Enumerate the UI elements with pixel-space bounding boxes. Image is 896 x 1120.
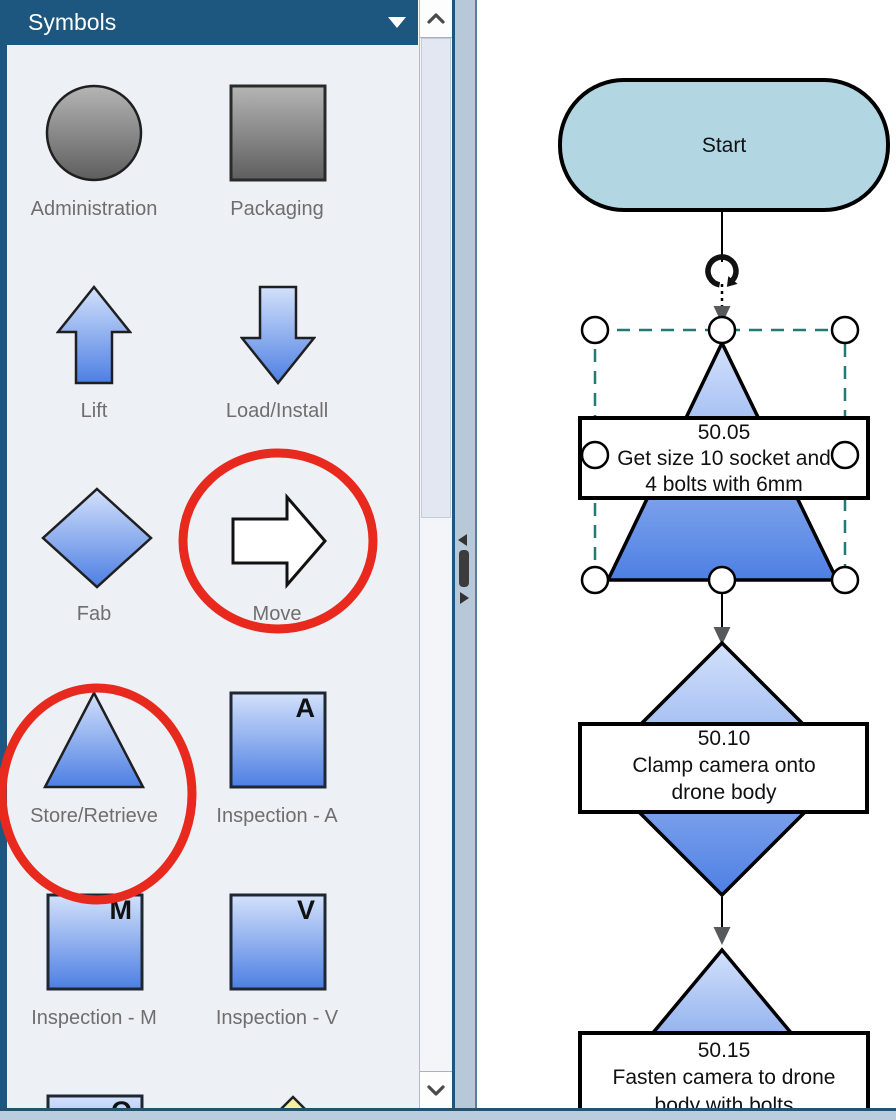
collapse-right-icon[interactable] bbox=[460, 592, 469, 604]
square-shape-icon bbox=[229, 893, 327, 991]
handle-bottom-right[interactable] bbox=[830, 565, 860, 595]
triangle-shape-icon bbox=[42, 690, 146, 789]
symbol-letter: M bbox=[109, 895, 133, 925]
splitter-drag-handle[interactable] bbox=[459, 550, 469, 587]
node-50-05-line2: 4 bolts with 6mm bbox=[645, 473, 803, 496]
handle-bottom-center[interactable] bbox=[707, 565, 737, 595]
symbols-panel-header[interactable]: Symbols bbox=[0, 0, 418, 45]
connector-50-10-to-50-15[interactable] bbox=[713, 897, 731, 945]
symbol-inspection-m[interactable]: M bbox=[45, 892, 145, 992]
arrowhead-icon bbox=[713, 627, 731, 645]
node-50-15-labelbox[interactable] bbox=[578, 1031, 870, 1120]
square-shape-icon bbox=[229, 691, 327, 789]
symbol-label: Store/Retrieve bbox=[30, 805, 158, 827]
symbol-inspection-v[interactable]: V bbox=[228, 892, 328, 992]
arrowhead-icon bbox=[713, 927, 731, 945]
node-50-10-line1: Clamp camera onto bbox=[632, 754, 815, 777]
handle-top-center[interactable] bbox=[707, 315, 737, 345]
symbol-inspection-a[interactable]: A bbox=[228, 690, 328, 790]
node-50-05-line1: Get size 10 socket and bbox=[617, 447, 831, 470]
chevron-down-icon bbox=[427, 1085, 445, 1096]
node-start-label: Start bbox=[702, 134, 747, 157]
arrowhead-icon bbox=[713, 306, 731, 324]
symbol-label: Fab bbox=[76, 603, 112, 625]
handle-top-left[interactable] bbox=[580, 315, 610, 345]
node-50-10-labelbox[interactable] bbox=[578, 722, 869, 814]
square-shape-icon bbox=[229, 84, 327, 182]
caret-down-icon[interactable] bbox=[388, 17, 406, 28]
horizontal-scrollbar[interactable] bbox=[0, 1108, 896, 1120]
arrow-right-icon bbox=[231, 492, 327, 590]
handle-mid-right[interactable] bbox=[830, 440, 860, 470]
symbol-administration[interactable] bbox=[44, 83, 144, 183]
node-start[interactable] bbox=[558, 78, 890, 212]
node-50-05-code: 50.05 bbox=[698, 421, 751, 444]
symbol-fab[interactable] bbox=[41, 487, 153, 589]
symbol-letter: A bbox=[295, 693, 316, 723]
symbol-label: Move bbox=[252, 603, 302, 625]
symbol-load-install[interactable] bbox=[239, 285, 317, 386]
diagram-canvas[interactable]: Start 50.05 Get size 10 socket and 4 bol… bbox=[477, 0, 896, 1120]
symbol-label: Load/Install bbox=[225, 400, 329, 422]
node-50-10-line2: drone body bbox=[671, 781, 777, 804]
connector-start-to-50-05[interactable] bbox=[713, 210, 731, 324]
symbol-letter: V bbox=[296, 895, 315, 925]
symbol-partial-o[interactable]: O bbox=[45, 1093, 145, 1110]
arrow-up-icon bbox=[55, 284, 133, 385]
symbol-label: Lift bbox=[80, 400, 108, 422]
chevron-up-icon bbox=[427, 13, 445, 24]
symbols-panel-title: Symbols bbox=[28, 9, 117, 35]
symbol-label: Inspection - V bbox=[215, 1007, 339, 1029]
scrollbar-thumb[interactable] bbox=[421, 38, 451, 518]
rotate-icon[interactable] bbox=[705, 254, 739, 288]
handle-bottom-left[interactable] bbox=[580, 565, 610, 595]
arrow-down-icon bbox=[239, 285, 317, 386]
symbol-label: Inspection - M bbox=[31, 1007, 157, 1029]
square-shape-icon bbox=[46, 1094, 144, 1110]
symbol-label: Packaging bbox=[230, 198, 324, 220]
symbol-partial-yellow-diamond[interactable] bbox=[240, 1095, 346, 1110]
scroll-down-button[interactable] bbox=[420, 1071, 452, 1109]
collapse-left-icon[interactable] bbox=[458, 534, 467, 546]
panel-scrollbar[interactable] bbox=[419, 0, 452, 1110]
connector-50-05-to-50-10[interactable] bbox=[713, 593, 731, 645]
node-50-05-labelbox[interactable] bbox=[578, 416, 870, 500]
symbol-letter: O bbox=[111, 1096, 132, 1110]
symbol-move[interactable] bbox=[230, 488, 328, 594]
symbol-lift[interactable] bbox=[55, 284, 133, 385]
symbol-label: Inspection - A bbox=[216, 805, 338, 827]
handle-top-right[interactable] bbox=[830, 315, 860, 345]
selection-handles[interactable] bbox=[580, 315, 860, 595]
node-50-15-line1: Fasten camera to drone bbox=[613, 1066, 836, 1089]
symbol-packaging[interactable] bbox=[228, 83, 328, 183]
circle-shape-icon bbox=[45, 84, 143, 182]
node-50-10-code: 50.10 bbox=[698, 727, 751, 750]
scroll-up-button[interactable] bbox=[420, 0, 452, 38]
symbol-label: Administration bbox=[30, 198, 158, 220]
symbol-store-retrieve[interactable] bbox=[42, 690, 146, 790]
node-50-15-code: 50.15 bbox=[698, 1039, 751, 1062]
diamond-shape-icon bbox=[41, 487, 153, 589]
panel-left-border bbox=[0, 45, 7, 1110]
diamond-shape-icon bbox=[278, 1095, 308, 1110]
handle-mid-left[interactable] bbox=[580, 440, 610, 470]
symbols-panel: Administration Packaging Lift Load/Insta… bbox=[0, 45, 419, 1110]
